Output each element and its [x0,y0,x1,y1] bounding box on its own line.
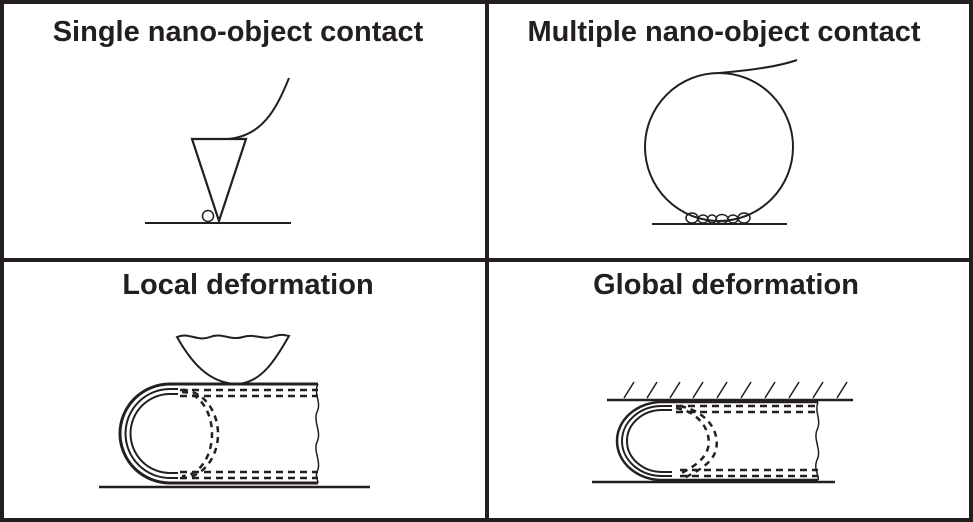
panel-title-global-deformation: Global deformation [593,269,859,301]
hatch-line [716,381,728,399]
hidden-end-arc-2 [181,388,220,480]
afm-tip [190,137,248,225]
nanotube-cut-edge [315,383,320,484]
nano-object [715,213,729,225]
nanotube-cut-edge [815,401,820,481]
local-deformation-illustration [99,333,370,489]
cantilever-curve [227,77,290,140]
hidden-end-arc-1 [181,390,214,478]
hatch-line [788,381,800,399]
single-contact-illustration [145,77,291,225]
nanotube-inner-wall [129,393,178,474]
hatch-line [740,381,752,399]
hatch-line [646,381,658,399]
nano-objects-row [685,212,751,225]
nanotube-outer-wall [118,382,318,485]
nano-object [201,209,215,223]
hidden-end-arc-2 [679,404,718,480]
nanotube-inner-wall [626,409,672,473]
hatch-line [812,381,824,399]
cantilever-curve [718,59,798,74]
nanotube-middle-wall [621,405,672,477]
plate-hatching [623,381,848,399]
hidden-end-arc-1 [675,406,710,476]
multiple-contact-illustration [644,59,798,225]
global-deformation-illustration [592,381,853,484]
panel-title-single-contact: Single nano-object contact [53,16,424,48]
indenter-tip [175,333,291,386]
nanotube-middle-wall [124,388,178,479]
hatch-line [669,381,681,399]
nano-object [706,214,718,224]
panel-title-multiple-contact: Multiple nano-object contact [527,16,920,48]
hatch-line [623,381,635,399]
hatch-line [692,381,704,399]
panel-title-local-deformation: Local deformation [122,269,373,301]
hatch-line [836,381,848,399]
nanotube-outer-wall [615,400,818,482]
colloidal-probe-sphere [644,72,794,222]
nano-object [737,212,751,224]
hatch-line [764,381,776,399]
